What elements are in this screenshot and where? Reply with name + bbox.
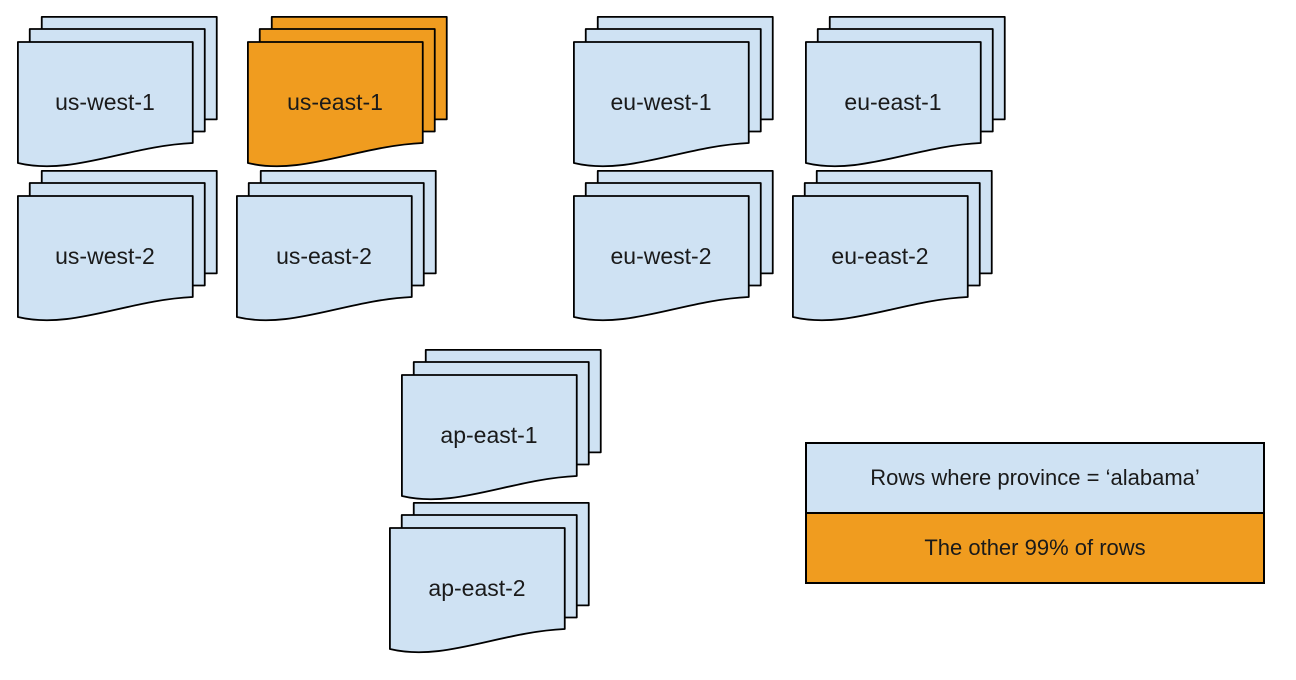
document-stack-us-west-2: us-west-2 (17, 169, 219, 325)
legend-item-label: Rows where province = ‘alabama’ (870, 465, 1200, 490)
stacked-page-front (17, 195, 194, 322)
document-stack-us-west-1: us-west-1 (17, 15, 219, 171)
stacked-page-front (236, 195, 413, 322)
stacked-page-front (389, 527, 566, 654)
stacked-page-front (401, 374, 578, 501)
legend-item-other-rows: The other 99% of rows (807, 514, 1263, 582)
document-stack-ap-east-1: ap-east-1 (401, 348, 603, 504)
document-stack-icon (573, 15, 774, 168)
stacked-page-front (805, 41, 982, 168)
document-stack-us-east-2: us-east-2 (236, 169, 438, 325)
document-stack-icon (401, 348, 602, 501)
legend-item-label: The other 99% of rows (924, 535, 1146, 560)
document-stack-ap-east-2: ap-east-2 (389, 501, 591, 657)
stacked-page-front (247, 41, 424, 168)
stacked-page-front (792, 195, 969, 322)
stacked-page-front (17, 41, 194, 168)
document-stack-eu-east-1: eu-east-1 (805, 15, 1007, 171)
stacked-page-front (573, 41, 750, 168)
document-stack-icon (17, 15, 218, 168)
document-stack-icon (792, 169, 993, 322)
legend: Rows where province = ‘alabama’ The othe… (805, 442, 1265, 584)
document-stack-icon (17, 169, 218, 322)
document-stack-icon (389, 501, 590, 654)
document-stack-icon (247, 15, 448, 168)
document-stack-icon (573, 169, 774, 322)
document-stack-icon (805, 15, 1006, 168)
document-stack-icon (236, 169, 437, 322)
stacked-page-front (573, 195, 750, 322)
legend-item-alabama-rows: Rows where province = ‘alabama’ (807, 444, 1263, 514)
document-stack-us-east-1: us-east-1 (247, 15, 449, 171)
document-stack-eu-west-1: eu-west-1 (573, 15, 775, 171)
document-stack-eu-east-2: eu-east-2 (792, 169, 994, 325)
document-stack-eu-west-2: eu-west-2 (573, 169, 775, 325)
